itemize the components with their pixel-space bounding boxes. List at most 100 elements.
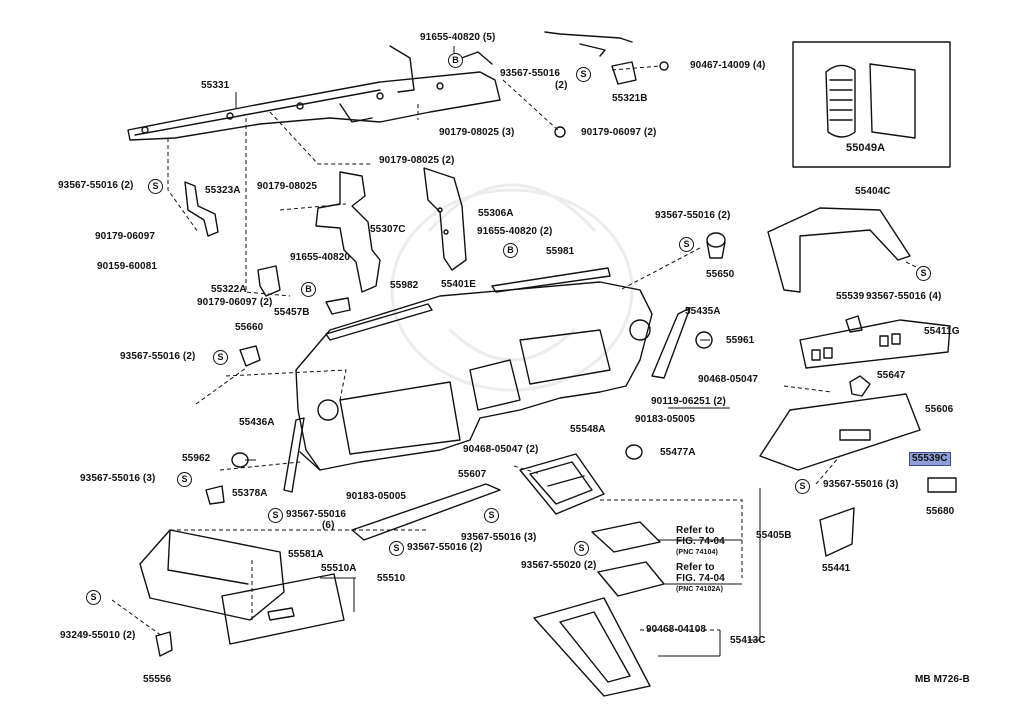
- garnish-55607: [351, 483, 501, 541]
- label-55321b: 55321B: [612, 93, 648, 104]
- label-55435a: 55435A: [685, 306, 721, 317]
- unit-74102a: [597, 561, 665, 597]
- spring-55647: [849, 375, 871, 397]
- clip-55539: [845, 315, 863, 333]
- label-93567-55016-3b: 93567-55016 (3): [823, 479, 899, 490]
- refer1-line3: (PNC 74104): [676, 549, 718, 556]
- screw-symbol: S: [213, 350, 228, 365]
- label-90468-05047: 90468-05047: [698, 374, 759, 385]
- label-93567-55016-3c: 93567-55016 (3): [461, 532, 537, 543]
- label-55457b: 55457B: [274, 307, 310, 318]
- label-55441: 55441: [822, 563, 851, 574]
- label-55982: 55982: [390, 280, 419, 291]
- label-55660: 55660: [235, 322, 264, 333]
- instrument-panel-55401e: [295, 281, 653, 471]
- nut-90179-a: [554, 126, 566, 138]
- screw-symbol: S: [148, 179, 163, 194]
- label-90179-08025-3: 90179-08025 (3): [439, 127, 515, 138]
- label-93567-55016-6: 93567-55016: [286, 509, 347, 520]
- bracket-55556: [155, 631, 173, 657]
- nut-90467: [659, 61, 669, 71]
- screw-symbol: S: [268, 508, 283, 523]
- defroster-strip-55982: [325, 303, 433, 341]
- screw-symbol: S: [576, 67, 591, 82]
- screw-symbol: S: [916, 266, 931, 281]
- label-93567-55020: 93567-55020 (2): [521, 560, 597, 571]
- refer2-line2: FIG. 74-04: [676, 573, 725, 584]
- label-55548a: 55548A: [570, 424, 606, 435]
- label-55581a: 55581A: [288, 549, 324, 560]
- label-55510: 55510: [377, 573, 406, 584]
- knob-55477a: [625, 444, 643, 460]
- glove-door-55510: [221, 573, 345, 645]
- label-90183-05005b: 90183-05005: [346, 491, 407, 502]
- label-55607: 55607: [458, 469, 487, 480]
- label-55680: 55680: [926, 506, 955, 517]
- reinforcement-beam-55331: [127, 45, 501, 141]
- label-93567-55016-2b: 93567-55016 (2): [655, 210, 731, 221]
- screw-symbol: S: [86, 590, 101, 605]
- strip-55435a: [651, 307, 691, 379]
- refer2-line3: (PNC 74102A): [676, 586, 724, 593]
- bracket-55321b: [544, 31, 637, 85]
- bracket-55307c: [315, 171, 381, 293]
- label-90159-60081: 90159-60081: [97, 261, 158, 272]
- leader-lines: [111, 65, 923, 637]
- label-90119-06251: 90119-06251 (2): [651, 396, 726, 407]
- label-91655-40820: 91655-40820: [290, 252, 351, 263]
- label-90179-06097-2a: 90179-06097 (2): [581, 127, 657, 138]
- bolt-symbol: B: [448, 53, 463, 68]
- refer1-line1: Refer to: [676, 525, 715, 536]
- console-55413c: [533, 597, 651, 697]
- label-90179-08025-2: 90179-08025 (2): [379, 155, 455, 166]
- screw-symbol: S: [389, 541, 404, 556]
- label-55961: 55961: [726, 335, 755, 346]
- defroster-strip-55981: [491, 267, 611, 293]
- label-qty2-a: (2): [555, 80, 568, 91]
- label-55306a: 55306A: [478, 208, 514, 219]
- bolt-symbol: B: [503, 243, 518, 258]
- label-55413c: 55413C: [730, 635, 766, 646]
- label-55401e: 55401E: [441, 279, 477, 290]
- label-55647: 55647: [877, 370, 906, 381]
- label-55405b: 55405B: [756, 530, 792, 541]
- label-93567-55016-4: 93567-55016 (4): [866, 291, 942, 302]
- label-55049a: 55049A: [846, 142, 886, 154]
- unit-74104: [591, 521, 661, 553]
- vent-55650: [706, 232, 726, 259]
- glove-box-55581a: [139, 529, 285, 621]
- screw-symbol: S: [574, 541, 589, 556]
- label-55404c: 55404C: [855, 186, 891, 197]
- label-55539: 55539: [836, 291, 865, 302]
- screw-symbol: S: [484, 508, 499, 523]
- label-91655-40820-5: 91655-40820 (5): [420, 32, 496, 43]
- screw-symbol: S: [177, 472, 192, 487]
- bracket-55322a: [257, 265, 281, 297]
- label-qty6: (6): [322, 520, 335, 531]
- label-90183-05005a: 90183-05005: [635, 414, 696, 425]
- label-55331: 55331: [201, 80, 230, 91]
- label-55556: 55556: [143, 674, 172, 685]
- label-93567-55016-2c: 93567-55016 (2): [120, 351, 196, 362]
- panel-55049a: [825, 63, 916, 139]
- cover-55441: [819, 507, 855, 557]
- label-91655-40820-2: 91655-40820 (2): [477, 226, 553, 237]
- inset-box-55049a: [792, 41, 951, 168]
- label-93567-55016-2a: 93567-55016 (2): [58, 180, 134, 191]
- screw-symbol: S: [679, 237, 694, 252]
- label-55981: 55981: [546, 246, 575, 257]
- bolt-symbol: B: [301, 282, 316, 297]
- label-90179-06097: 90179-06097: [95, 231, 156, 242]
- label-90179-06097-2b: 90179-06097 (2): [197, 297, 273, 308]
- label-55962: 55962: [182, 453, 211, 464]
- label-55323a: 55323A: [205, 185, 241, 196]
- label-55606: 55606: [925, 404, 954, 415]
- label-55307c: 55307C: [370, 224, 406, 235]
- lower-panel-55606: [759, 393, 921, 471]
- label-90468-05047-2: 90468-05047 (2): [463, 444, 539, 455]
- diagram-code: MB M726-B: [915, 674, 970, 685]
- cluster-hood-55404c: [767, 207, 911, 293]
- solid-leaders: [235, 46, 761, 657]
